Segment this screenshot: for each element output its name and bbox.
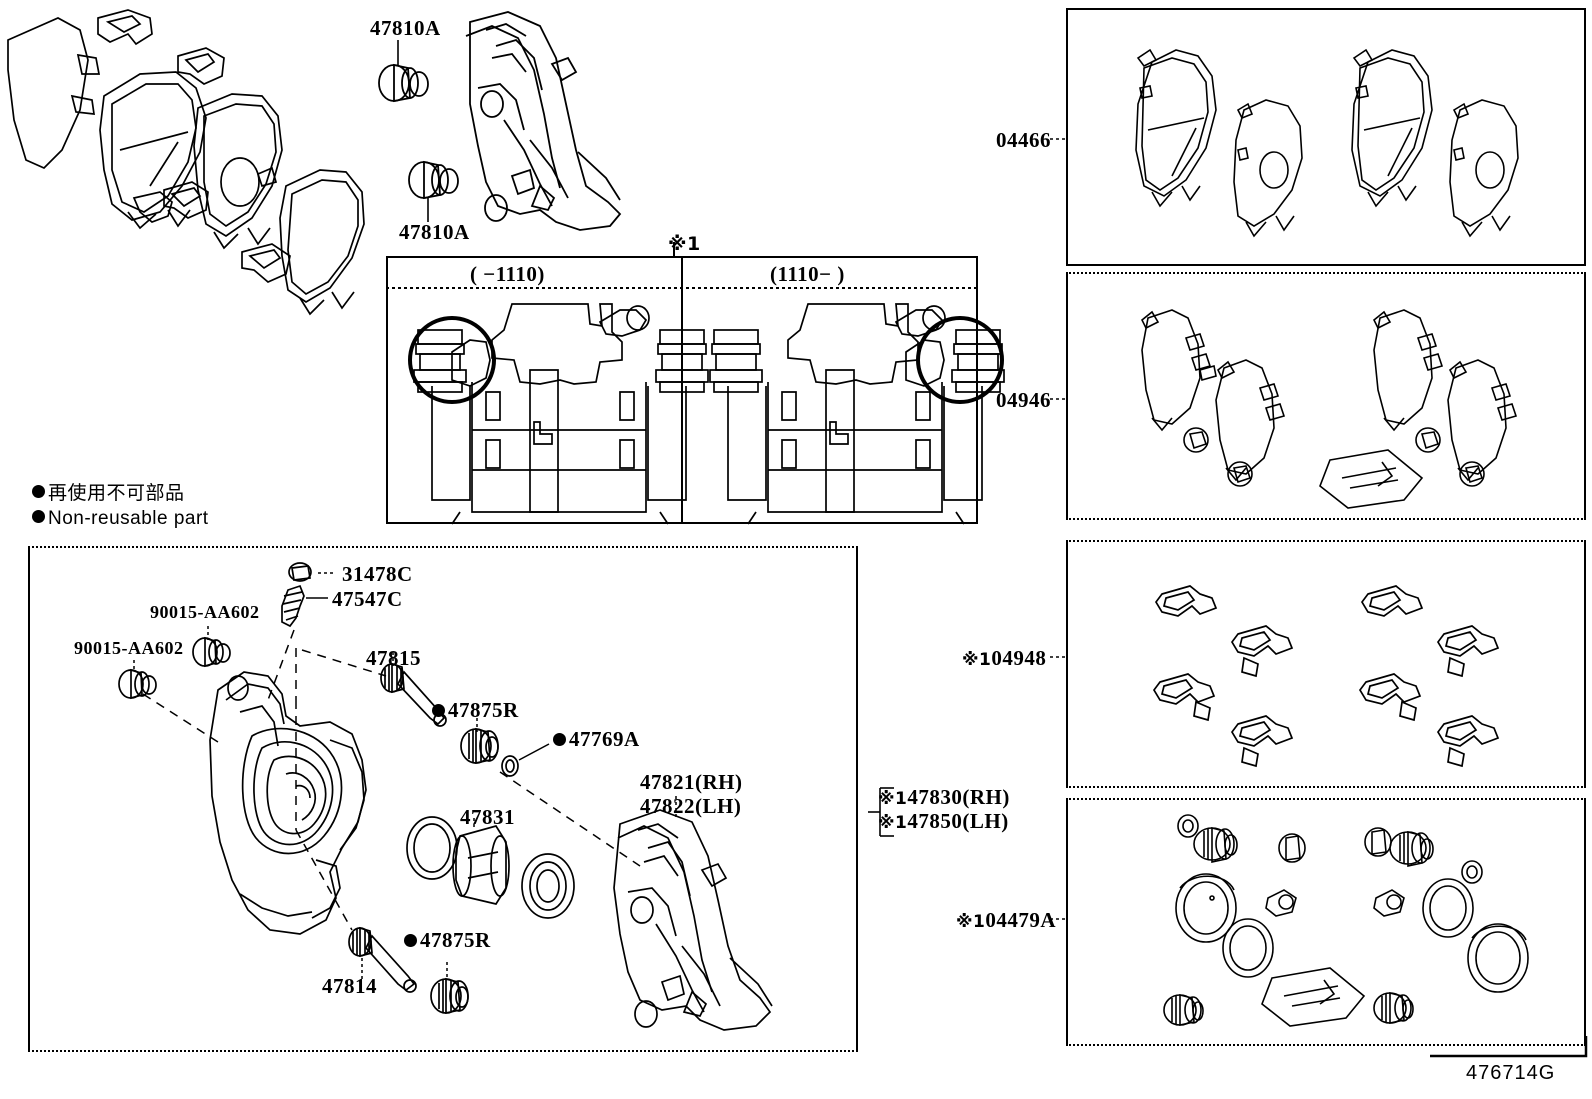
kit-label-04946: 04946 <box>996 388 1051 412</box>
table-col-header-late: (1110− ) <box>770 262 845 286</box>
nonreusable-dot-icon-5 <box>404 933 417 947</box>
label-47810A-upper: 47810A <box>370 16 441 40</box>
kit-panel-04466 <box>1066 8 1586 266</box>
label-47850-LH: ※147850(LH) <box>878 809 1009 833</box>
caliper-exploded-panel <box>28 546 858 1052</box>
nonreusable-dot-icon-2 <box>32 510 45 524</box>
kit-panel-04948 <box>1066 540 1586 788</box>
kit-label-04479A: ※104479A <box>956 908 1057 932</box>
label-47810A-lower: 47810A <box>399 220 470 244</box>
label-47547C: 47547C <box>332 587 403 611</box>
nonreusable-dot-icon-4 <box>553 732 566 746</box>
label-47875R-upper: 47875R <box>432 698 519 723</box>
note-mark-04948: ※1 <box>962 650 992 670</box>
label-47821-RH: 47821(RH) <box>640 770 743 794</box>
label-47830-RH: ※147830(RH) <box>878 785 1010 809</box>
kit-panel-04479A <box>1066 798 1586 1046</box>
kit-label-04948: ※104948 <box>962 646 1047 670</box>
kit-panel-04946 <box>1066 272 1586 520</box>
label-90015-AA602-b: 90015-AA602 <box>74 638 184 658</box>
nonreusable-dot-icon <box>32 485 45 498</box>
legend-en: Non-reusable part <box>32 508 209 530</box>
label-47815: 47815 <box>366 646 421 670</box>
center-table-mark: ※1 <box>668 233 701 255</box>
label-47875R-lower: 47875R <box>404 928 491 953</box>
label-47814: 47814 <box>322 974 377 998</box>
note-mark-47830: ※1 <box>878 789 908 809</box>
label-47822-LH: 47822(LH) <box>640 794 742 818</box>
drawing-id: 476714G <box>1466 1062 1556 1084</box>
nonreusable-dot-icon-3 <box>432 703 445 717</box>
label-47831: 47831 <box>460 805 515 829</box>
legend-jp: 再使用不可部品 <box>32 478 185 505</box>
note-mark-47850: ※1 <box>878 813 908 833</box>
note-mark-04479A: ※1 <box>956 912 986 932</box>
kit-label-04466: 04466 <box>996 128 1051 152</box>
label-90015-AA602-a: 90015-AA602 <box>150 602 260 622</box>
label-31478C: 31478C <box>342 562 413 586</box>
label-47769A: 47769A <box>553 727 640 752</box>
table-col-header-early: ( −1110) <box>470 262 545 286</box>
